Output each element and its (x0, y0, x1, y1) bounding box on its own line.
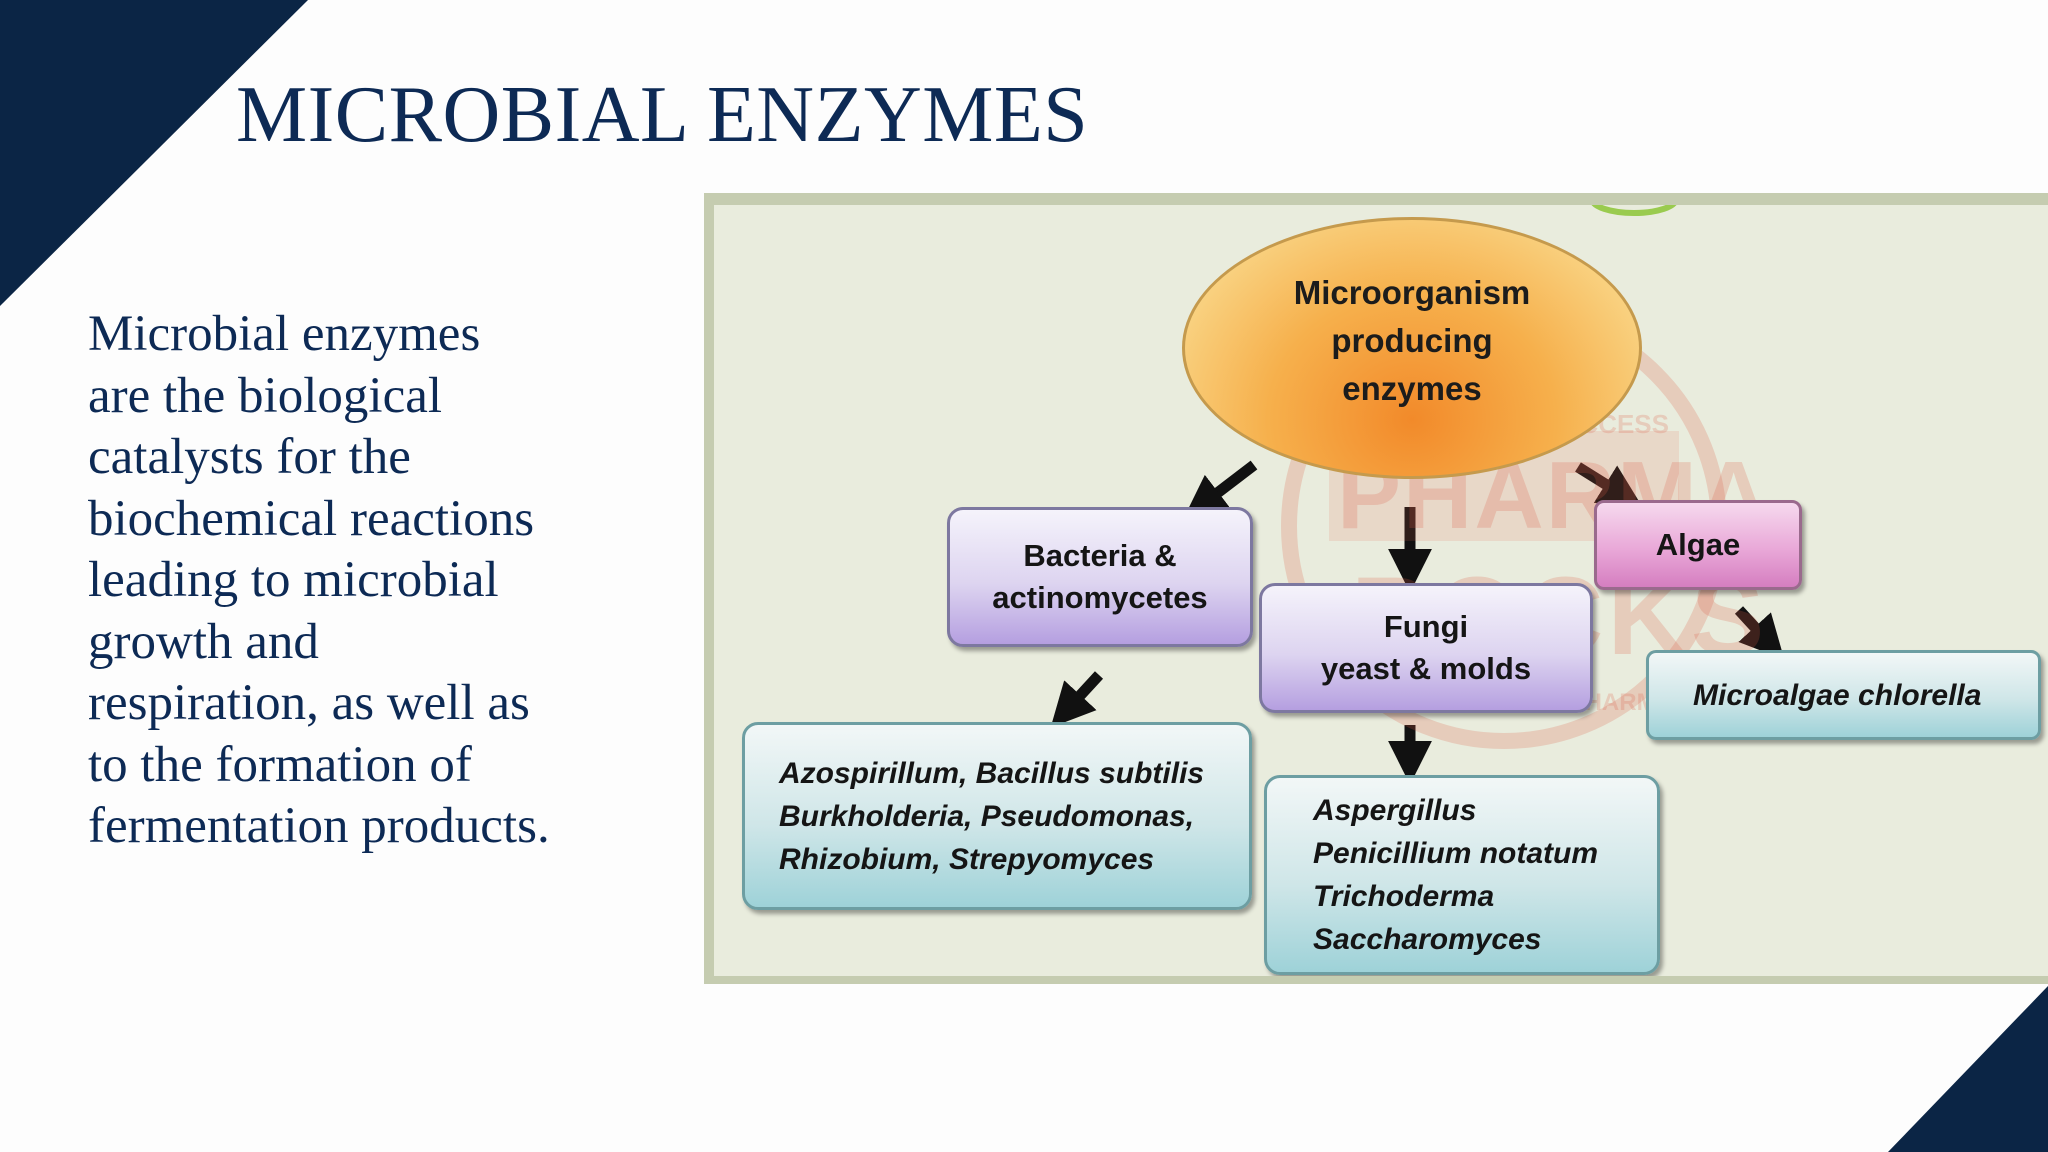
arrow-root-to-bacteria (1183, 460, 1258, 520)
node-fungi-examples-label: Aspergillus Penicillium notatum Trichode… (1313, 794, 1599, 956)
node-bacteria-examples: Azospirillum, Bacillus subtilis Burkhold… (742, 722, 1252, 910)
diagram-panel: THE KEY TO SUCCESS PHARMA ROCKS BY AT HI… (704, 193, 2048, 984)
node-bacteria-actinomycetes: Bacteria & actinomycetes (947, 507, 1253, 647)
node-algae: Algae (1594, 500, 1802, 590)
top-partial-circle (1591, 205, 1677, 216)
node-fungi-label: Fungi yeast & molds (1320, 609, 1532, 686)
diagram-arrows (1050, 205, 1785, 785)
node-algae-examples: Microalgae chlorella (1646, 650, 2041, 740)
node-bacteria-label: Bacteria & actinomycetes (992, 538, 1208, 615)
corner-triangle-bottom-right (1888, 986, 2048, 1152)
node-fungi-examples: Aspergillus Penicillium notatum Trichode… (1264, 775, 1660, 975)
node-algae-examples-label: Microalgae chlorella (1693, 678, 1982, 712)
node-algae-label: Algae (1655, 527, 1741, 562)
node-fungi: Fungi yeast & molds (1259, 583, 1593, 713)
root-node-label: Microorganism producing enzymes (1293, 274, 1531, 407)
root-node-microorganism: Microorganism producing enzymes (1182, 217, 1642, 479)
arrow-algae-to-examples (1734, 606, 1785, 660)
slide-title: MICROBIAL ENZYMES (236, 71, 1089, 159)
slide-body-text: Microbial enzymes are the biological cat… (88, 306, 550, 854)
node-bacteria-examples-label: Azospirillum, Bacillus subtilis Burkhold… (779, 756, 1205, 876)
corner-triangle-top-left (0, 0, 308, 306)
arrow-bacteria-to-examples (1050, 671, 1104, 728)
arrow-root-to-algae (1575, 462, 1643, 508)
